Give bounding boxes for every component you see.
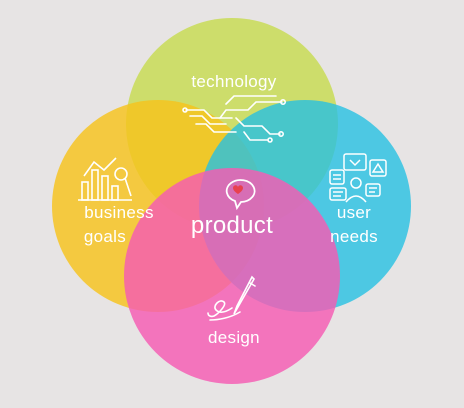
circuit-icon bbox=[182, 95, 286, 143]
pen-icon bbox=[207, 275, 256, 321]
label-business-line2: goals bbox=[83, 227, 127, 246]
bar-chart-icon bbox=[78, 157, 132, 201]
user-feedback-icon bbox=[329, 153, 387, 203]
label-design: design bbox=[208, 328, 260, 347]
label-product: product bbox=[190, 212, 274, 239]
label-technology: technology bbox=[191, 72, 277, 91]
heart-chat-icon bbox=[225, 179, 256, 211]
circle-design bbox=[124, 168, 340, 384]
label-user-line2: needs bbox=[330, 227, 378, 246]
label-business-line1: business bbox=[84, 203, 154, 222]
label-user-line1: user bbox=[336, 203, 372, 222]
